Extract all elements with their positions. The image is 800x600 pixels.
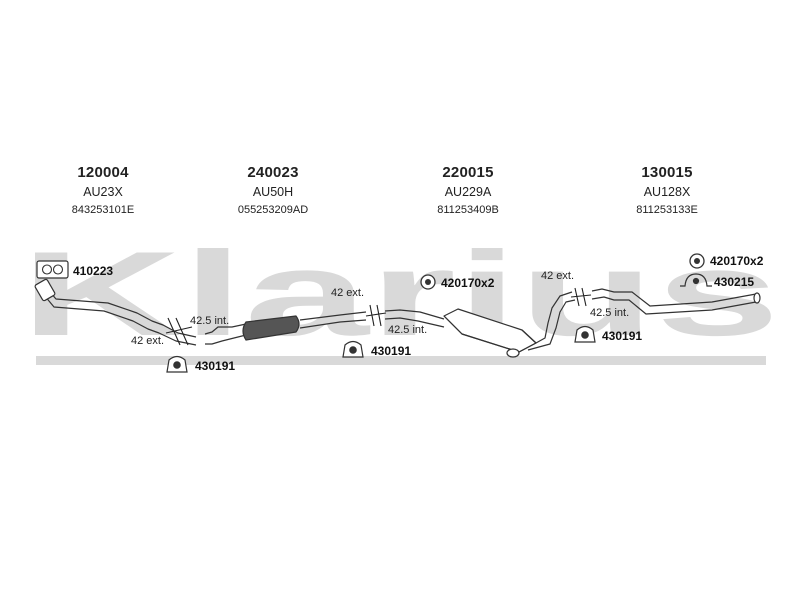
oem-number: 811253133E: [636, 204, 698, 216]
part-code: AU50H: [252, 185, 294, 199]
watermark-text: Klarius: [20, 227, 780, 361]
part-header-120004: 120004 AU23X 843253101E: [23, 164, 183, 216]
flange: [34, 278, 56, 302]
front-pipe-120004: [34, 278, 197, 346]
fitting-label-420170x2-a: 420170x2: [441, 276, 495, 290]
fitting-label-420170x2-b: 420170x2: [710, 254, 764, 268]
watermark: Klarius: [20, 227, 780, 365]
part-number: 220015: [442, 164, 494, 181]
part-code: AU128X: [643, 185, 691, 199]
rear-box-tail: [506, 348, 520, 358]
joint-2-int-label: 42.5 int.: [388, 324, 427, 336]
tail-top: [591, 288, 757, 307]
pipe-outline-top: [43, 284, 197, 338]
joint-1-int-label: 42.5 int.: [190, 315, 229, 327]
inlet-pipe-top: [204, 323, 247, 335]
rear-inlet-top: [384, 309, 445, 320]
rear-outlet-bottom: [527, 299, 576, 351]
tail-pipe-130015: [591, 288, 761, 315]
silencer-box: [242, 315, 300, 341]
watermark-underline: [36, 356, 766, 365]
part-header-220015: 220015 AU229A 811253409B: [388, 164, 548, 216]
part-code: AU23X: [83, 185, 123, 199]
joint-2-ext-label: 42 ext.: [331, 287, 364, 299]
pipe-outline-bottom: [43, 294, 197, 346]
joint-2-marker: [365, 304, 387, 327]
tail-end: [753, 292, 761, 304]
part-header-240023: 240023 AU50H 055253209AD: [193, 164, 353, 216]
rear-inlet-bottom: [384, 317, 445, 328]
rear-box-220015: [384, 291, 576, 358]
joint-markers: [165, 287, 592, 346]
part-header-130015: 130015 AU128X 811253133E: [587, 164, 747, 216]
inlet-pipe-bottom: [205, 334, 247, 345]
gasket-icon: [36, 260, 69, 279]
tail-bottom: [591, 296, 757, 315]
rear-outlet-top: [535, 291, 573, 344]
fitting-label-430215: 430215: [714, 275, 754, 289]
centre-silencer-240023: [204, 311, 367, 345]
fitting-label-430191-c: 430191: [602, 329, 642, 343]
rubber-hanger-icon: [574, 325, 596, 343]
joint-3-ext-label: 42 ext.: [541, 270, 574, 282]
part-number: 120004: [77, 164, 129, 181]
joint-1-ext-label: 42 ext.: [131, 335, 164, 347]
part-number: 240023: [247, 164, 299, 181]
oem-number: 055253209AD: [237, 204, 309, 216]
fitting-label-430191-a: 430191: [195, 359, 235, 373]
oem-number: 843253101E: [71, 204, 135, 216]
outlet-pipe-top: [299, 311, 367, 321]
clamp-icon: [689, 253, 705, 269]
part-code: AU229A: [444, 185, 492, 199]
part-number: 130015: [641, 164, 693, 181]
clamp-icon: [420, 274, 436, 290]
fitting-label-430191-b: 430191: [371, 344, 411, 358]
joint-1-marker: [165, 317, 193, 346]
joint-3-marker: [570, 287, 592, 307]
rubber-hanger-icon: [166, 355, 188, 373]
outlet-pipe-bottom: [299, 319, 367, 329]
mounting-bracket-icon: [680, 273, 712, 287]
joint-3-int-label: 42.5 int.: [590, 307, 629, 319]
oem-number: 811253409B: [437, 204, 499, 216]
fitting-label-410223: 410223: [73, 264, 113, 278]
rubber-hanger-icon: [342, 340, 364, 358]
